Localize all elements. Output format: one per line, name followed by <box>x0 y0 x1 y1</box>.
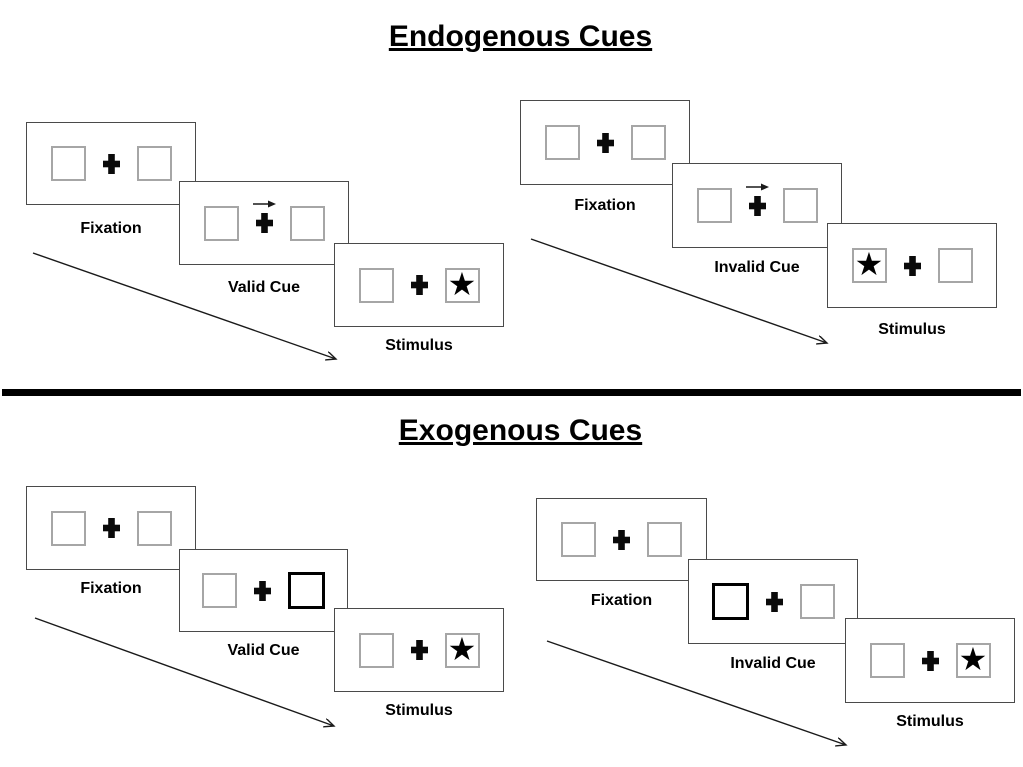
fixation-cross-wrap <box>921 650 939 671</box>
left-box <box>50 510 86 546</box>
left-box <box>544 125 580 160</box>
fixation-cross-wrap <box>613 529 630 550</box>
cue-arrow-icon <box>745 183 769 190</box>
left-box <box>50 146 86 181</box>
panel-label-fixation: Fixation <box>590 592 653 609</box>
bold-cue-box <box>288 572 325 609</box>
fixation-cross-wrap <box>745 183 769 216</box>
fixation-cross-icon <box>102 153 120 174</box>
panel-label-invalid-cue: Invalid Cue <box>714 259 800 276</box>
fixation-cross-wrap <box>765 591 783 612</box>
panel-fixation <box>26 122 196 205</box>
panel-label-stimulus: Stimulus <box>878 321 946 338</box>
star-icon: ★ <box>447 264 477 303</box>
right-box <box>937 248 973 283</box>
fixation-cross-wrap <box>102 153 120 174</box>
star-box: ★ <box>851 245 887 283</box>
star-box: ★ <box>955 640 991 678</box>
panel-stimulus: ★ <box>334 243 504 327</box>
timeline-arrow-endogenous-invalid <box>530 238 827 343</box>
panel-valid-cue <box>179 549 348 632</box>
panel-fixation <box>536 498 707 581</box>
panel-invalid-cue <box>672 163 842 248</box>
panel-invalid-cue <box>688 559 858 644</box>
left-box <box>561 522 596 557</box>
star-box: ★ <box>444 264 480 303</box>
right-box <box>799 584 835 619</box>
fixation-cross-wrap <box>410 275 428 295</box>
left-box <box>696 188 732 223</box>
right-box <box>782 188 818 223</box>
star-icon: ★ <box>958 640 988 678</box>
timeline-arrow-exogenous-valid <box>34 617 334 726</box>
right-box <box>630 125 666 160</box>
panel-label-valid-cue: Valid Cue <box>227 642 300 659</box>
panel-label-invalid-cue: Invalid Cue <box>730 655 816 672</box>
fixation-cross-icon <box>410 640 428 660</box>
fixation-cross-wrap <box>252 200 276 233</box>
left-box <box>358 267 394 303</box>
panel-label-stimulus: Stimulus <box>385 702 453 719</box>
panel-fixation <box>26 486 196 570</box>
panel-stimulus: ★ <box>334 608 504 692</box>
fixation-cross-wrap <box>410 640 428 660</box>
fixation-cross-icon <box>255 213 273 233</box>
right-box <box>136 146 172 181</box>
fixation-cross-icon <box>765 591 783 612</box>
fixation-cross-icon <box>903 255 921 276</box>
right-box <box>289 205 325 241</box>
panel-stimulus: ★ <box>827 223 997 308</box>
panel-label-stimulus: Stimulus <box>385 337 453 354</box>
section-title-exogenous: Exogenous Cues <box>398 414 643 447</box>
panel-label-stimulus: Stimulus <box>896 713 964 730</box>
panel-label-fixation: Fixation <box>574 197 636 214</box>
fixation-cross-icon <box>921 650 939 671</box>
star-icon: ★ <box>447 629 477 668</box>
section-title-endogenous: Endogenous Cues <box>388 20 653 53</box>
panel-label-valid-cue: Valid Cue <box>227 279 301 296</box>
section-divider <box>2 389 1021 396</box>
panel-fixation <box>520 100 690 185</box>
panel-label-fixation: Fixation <box>80 220 142 237</box>
right-box <box>647 522 682 557</box>
cue-arrow-icon <box>252 200 276 208</box>
fixation-cross-wrap <box>254 580 271 601</box>
fixation-cross-icon <box>748 195 766 216</box>
left-box <box>202 573 237 608</box>
timeline-arrow-endogenous-valid <box>32 252 336 359</box>
panel-stimulus: ★ <box>845 618 1015 703</box>
bold-cue-box <box>711 583 749 620</box>
left-box <box>358 632 394 668</box>
left-box <box>203 205 239 241</box>
left-box <box>869 643 905 678</box>
fixation-cross-icon <box>410 275 428 295</box>
star-icon: ★ <box>854 245 884 283</box>
fixation-cross-icon <box>254 580 271 601</box>
fixation-cross-icon <box>613 529 630 550</box>
fixation-cross-icon <box>102 518 120 538</box>
fixation-cross-wrap <box>596 132 614 153</box>
right-box <box>136 510 172 546</box>
panel-label-fixation: Fixation <box>80 580 142 597</box>
fixation-cross-icon <box>596 132 614 153</box>
panel-valid-cue <box>179 181 349 265</box>
star-box: ★ <box>444 629 480 668</box>
fixation-cross-wrap <box>102 518 120 538</box>
fixation-cross-wrap <box>903 255 921 276</box>
